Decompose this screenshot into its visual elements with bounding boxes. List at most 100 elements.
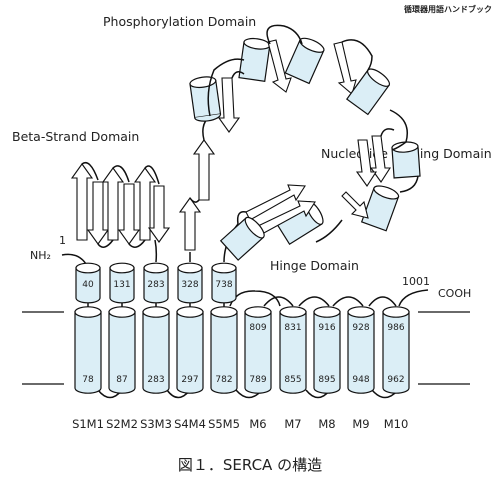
- helix-s1m1: 78: [74, 306, 102, 394]
- helix-bottom-number: 87: [116, 375, 127, 385]
- phosphorylation-chain-5: [341, 39, 373, 71]
- n-terminus-chain: [61, 253, 87, 265]
- stalk-helix-4: 328: [177, 262, 203, 304]
- nucleotide-binding-domain: [341, 109, 421, 232]
- hinge-domain: [219, 184, 343, 261]
- hinge-chain-1: [236, 211, 247, 225]
- phosphorylation-strand-arrow-4: [267, 39, 292, 93]
- beta-strand-arrow-4: [117, 183, 141, 245]
- helix-label: M9: [352, 417, 369, 431]
- helix-top-number: 986: [387, 323, 404, 333]
- helix-bottom-number: 782: [215, 375, 232, 385]
- helix-top-number: 916: [318, 323, 335, 333]
- nucleotide-helix-2: [360, 185, 400, 232]
- helix-label: S2M2: [106, 417, 138, 431]
- stalk-helix-2: 131: [109, 262, 135, 304]
- stalk-number-2: 131: [113, 280, 130, 290]
- phosphorylation-domain-label: Phosphorylation Domain: [103, 14, 256, 29]
- helix-bottom-number: 78: [82, 375, 94, 385]
- stalk-number-1: 40: [82, 280, 94, 290]
- phosphorylation-strand-arrow-2: [192, 139, 216, 201]
- beta-turn-3: [112, 165, 130, 183]
- helix-label: M6: [249, 417, 266, 431]
- loop-m7-m8: [298, 296, 330, 307]
- helix-s5m5: 782: [210, 306, 238, 394]
- nucleotide-strand-arrow-3: [341, 191, 369, 219]
- watermark-text: 循環器用語ハンドブック: [403, 4, 492, 14]
- phosphorylation-helix-2: [238, 37, 271, 82]
- c-terminus-label: COOH: [438, 287, 471, 300]
- loop-m8-m9: [332, 296, 364, 307]
- helix-bottom-number: 962: [387, 375, 404, 385]
- hinge-helix-2: [219, 216, 265, 261]
- stalk-helix-5: 738: [211, 262, 237, 304]
- beta-strand-arrow-6: [147, 185, 171, 243]
- phosphorylation-strand-arrow-5: [333, 41, 357, 95]
- stalk-helix-1: 40: [75, 262, 101, 304]
- phosphorylation-domain: [189, 24, 391, 133]
- helix-label: S1M1: [72, 417, 104, 431]
- helix-bottom-number: 895: [318, 375, 335, 385]
- helix-m9: 928 948: [347, 306, 375, 394]
- beta-strand-arrow-2: [86, 181, 110, 245]
- helix-bottom-number: 297: [181, 375, 198, 385]
- helix-label: M8: [318, 417, 335, 431]
- beta-turn-1: [81, 162, 99, 181]
- helix-label: M10: [384, 417, 409, 431]
- figure-caption: 図１．SERCA の構造: [178, 456, 322, 474]
- nucleotide-chain-3: [399, 175, 419, 193]
- nucleotide-chain-1: [389, 109, 408, 151]
- helix-label: S5M5: [208, 417, 240, 431]
- c-terminus-number: 1001: [402, 275, 430, 288]
- helix-s4m4: 297: [176, 306, 204, 394]
- beta-strand-domain: [70, 162, 171, 248]
- c-terminus-chain: [398, 289, 429, 307]
- stalk-helices: 40 131 283 328 738: [75, 262, 237, 304]
- stalk-number-4: 328: [181, 280, 198, 290]
- phosphorylation-helix-1: [189, 76, 222, 122]
- nucleotide-helix-1: [391, 141, 421, 179]
- n-terminus-number: 1: [59, 234, 66, 247]
- helix-bottom-number: 283: [147, 375, 164, 385]
- hinge-strand-arrow-2: [257, 200, 316, 235]
- nucleotide-strand-arrow-1: [369, 135, 392, 183]
- nucleotide-chain-2: [380, 128, 395, 137]
- beta-strand-arrow-1: [70, 163, 94, 241]
- helix-s3m3: 283: [142, 306, 170, 394]
- beta-turn-4: [128, 239, 146, 248]
- helix-top-number: 928: [352, 323, 369, 333]
- helix-m10: 986 962: [382, 306, 410, 394]
- nucleotide-strand-arrow-2: [355, 139, 378, 187]
- stalk-number-5: 738: [215, 280, 232, 290]
- phosphorylation-chain-0: [189, 197, 200, 203]
- beta-turn-2: [97, 239, 114, 248]
- helix-label: S4M4: [174, 417, 206, 431]
- phosphorylation-helix-4: [346, 68, 391, 116]
- chain-s3-up: [154, 239, 158, 263]
- beta-turn-5: [144, 165, 160, 185]
- stalk-helix-3: 283: [143, 262, 169, 304]
- helix-s2m2: 87: [108, 306, 136, 394]
- helix-bottom-number: 855: [284, 375, 301, 385]
- phosphorylation-strand-arrow-3: [217, 77, 241, 133]
- phosphorylation-chain-2: [207, 58, 245, 117]
- helix-bottom-number: 948: [352, 375, 369, 385]
- phosphorylation-chain-4: [266, 24, 303, 45]
- loop-m9-m10: [368, 296, 397, 307]
- phosphorylation-chain-3: [231, 71, 245, 79]
- cytoplasmic-loops: [229, 290, 397, 307]
- hinge-domain-label: Hinge Domain: [270, 258, 359, 273]
- helix-top-number: 809: [249, 323, 266, 333]
- helix-m8: 916 895: [313, 306, 341, 394]
- beta-strand-domain-label: Beta-Strand Domain: [12, 129, 139, 144]
- helix-label: S3M3: [140, 417, 172, 431]
- stalk-number-3: 283: [147, 280, 164, 290]
- helix-label: M7: [284, 417, 301, 431]
- loop-m6-m7: [263, 296, 294, 307]
- n-terminus-label: NH₂: [30, 249, 51, 262]
- hinge-chain-2: [315, 219, 343, 243]
